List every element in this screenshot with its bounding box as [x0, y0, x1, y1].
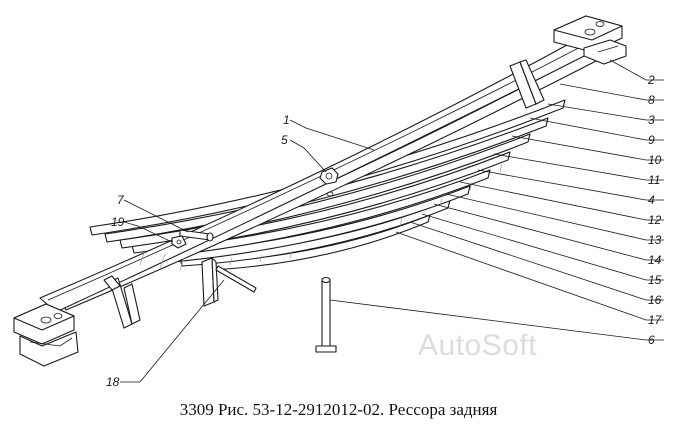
callout-17: 17: [648, 313, 663, 327]
callout-12: 12: [648, 213, 662, 227]
callout-19: 19: [111, 215, 125, 229]
callout-14: 14: [648, 253, 662, 267]
callout-5: 5: [281, 133, 288, 147]
clamp-right: [509, 59, 545, 109]
left-end-bracket: [13, 303, 79, 367]
callout-16: 16: [648, 293, 662, 307]
callout-1: 1: [283, 113, 290, 127]
callout-9: 9: [648, 133, 655, 147]
callout-6: 6: [648, 333, 655, 347]
clamp-left: [103, 275, 141, 329]
callout-13: 13: [648, 233, 662, 247]
bolt-7: [179, 229, 214, 242]
leaf-spring-assembly: [13, 15, 627, 367]
clamp-middle: [201, 257, 219, 307]
center-nut-5: [319, 167, 339, 197]
long-bolt-6: [315, 276, 337, 353]
callout-2: 2: [647, 73, 655, 87]
callout-15: 15: [648, 273, 662, 287]
callout-3: 3: [648, 113, 655, 127]
watermark: AutoSoft: [418, 329, 537, 362]
callout-10: 10: [648, 153, 662, 167]
callout-11: 11: [648, 173, 660, 187]
rod-18: [215, 265, 257, 293]
callout-numbers: 2 8 3 9 10 11 4 12 13 14 15 16 17 6 1 5 …: [106, 73, 663, 389]
right-end-bracket: [553, 15, 627, 65]
callout-4: 4: [648, 193, 655, 207]
leader-lines: [120, 59, 664, 383]
callout-7: 7: [117, 193, 125, 207]
callout-8: 8: [648, 93, 655, 107]
nut-19: [171, 235, 187, 249]
figure-caption: 3309 Рис. 53-12-2912012-02. Рессора задн…: [179, 400, 498, 419]
callout-18: 18: [106, 375, 120, 389]
